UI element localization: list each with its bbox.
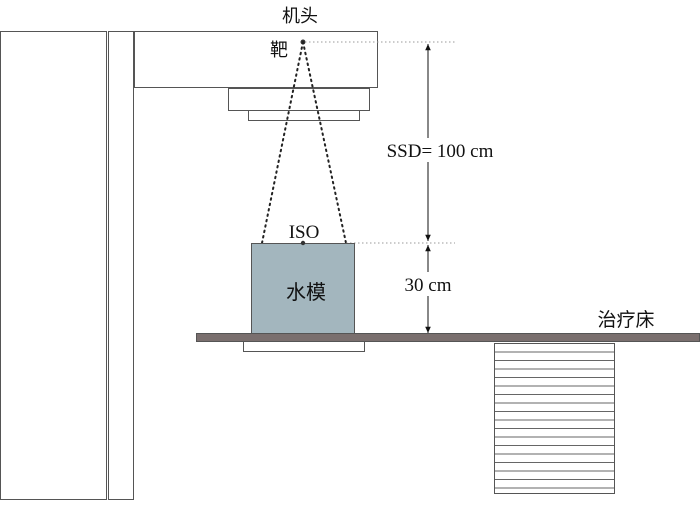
collimator-lower <box>248 110 360 121</box>
couch-base <box>494 343 615 494</box>
couch-rail <box>243 341 365 352</box>
beam-edge-right <box>302 41 347 244</box>
couch-base-slats <box>495 351 614 489</box>
machine-head-label: 机头 <box>282 6 318 27</box>
treatment-couch-label: 治疗床 <box>597 309 654 331</box>
gantry-arm <box>108 31 134 500</box>
ssd-label-bg <box>366 138 514 162</box>
gantry-stand <box>0 31 107 500</box>
beam-edge-left <box>261 41 304 244</box>
water-phantom <box>251 243 355 334</box>
depth-label: 30 cm <box>405 275 452 296</box>
depth-label-bg <box>395 272 461 296</box>
collimator-upper <box>228 88 370 111</box>
machine-head <box>134 31 378 88</box>
iso-label: ISO <box>289 222 320 243</box>
water-phantom-label: 水模 <box>286 280 326 304</box>
target-label: 靶 <box>270 40 288 61</box>
ssd-label: SSD= 100 cm <box>387 141 494 162</box>
treatment-couch <box>196 333 700 342</box>
iso-point <box>300 240 306 246</box>
